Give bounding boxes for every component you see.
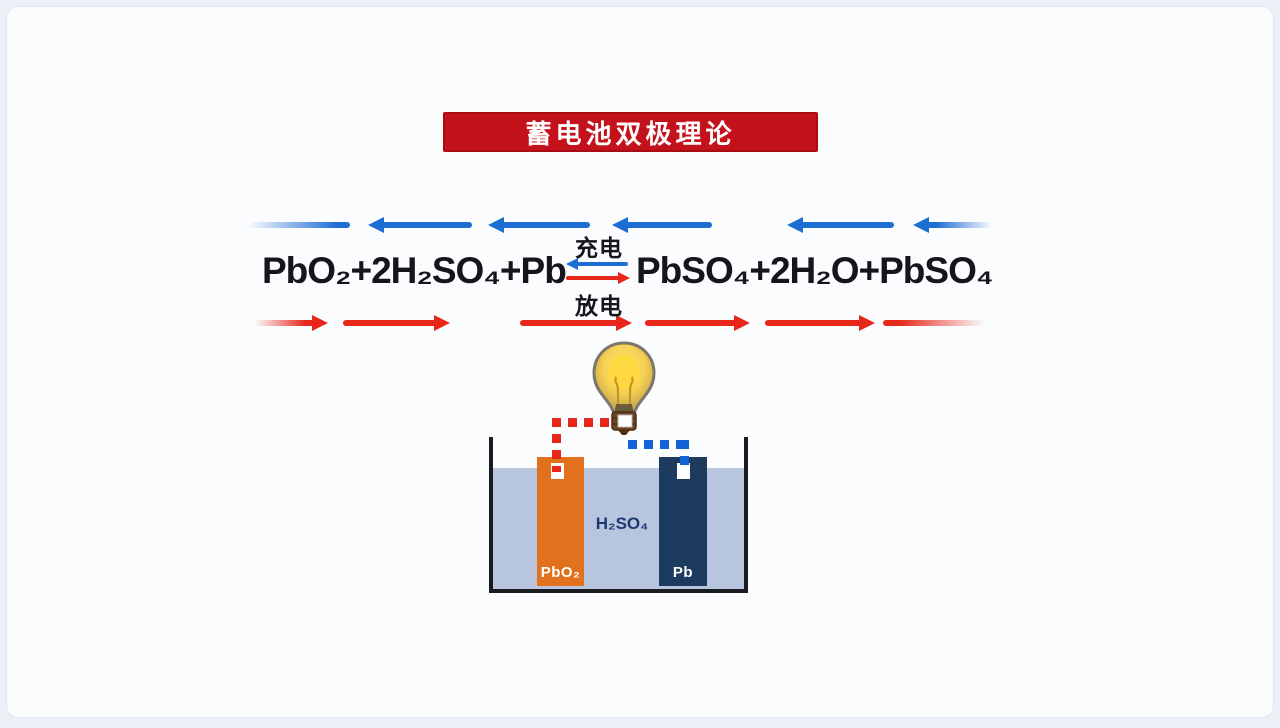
- light-bulb-icon: [592, 341, 656, 435]
- terminal-negative: [677, 463, 690, 479]
- electrolyte-label: H₂SO₄: [595, 514, 649, 533]
- discharge-arrow: [645, 315, 750, 331]
- bulb-terminal: [617, 414, 633, 428]
- charge-arrow: [488, 217, 590, 233]
- discharge-arrow: [520, 315, 632, 331]
- wire-red-horizontal: [552, 418, 614, 427]
- electrode-pbo2-label: PbO₂: [540, 564, 581, 581]
- discharge-arrow-tail: [883, 315, 985, 331]
- charge-direction-arrow: [566, 258, 628, 270]
- title-text: 蓄电池双极理论: [525, 118, 736, 149]
- equation-left-side: PbO₂+2H₂SO₄+Pb: [262, 250, 567, 291]
- charge-arrow-fading: [913, 217, 992, 233]
- charge-label: 充电: [575, 235, 623, 261]
- discharge-label: 放电: [575, 293, 623, 319]
- discharge-arrow-fading: [255, 315, 328, 331]
- wire-blue-horizontal: [628, 440, 689, 449]
- title-banner: 蓄电池双极理论: [443, 112, 818, 152]
- charge-arrow: [787, 217, 894, 233]
- electrode-pb-label: Pb: [672, 564, 694, 581]
- equation-right-side: PbSO₄+2H₂O+PbSO₄: [636, 250, 993, 291]
- charge-arrow: [612, 217, 712, 233]
- wire-blue-vertical: [680, 440, 689, 466]
- charge-arrow: [368, 217, 472, 233]
- discharge-direction-arrow: [566, 272, 630, 284]
- discharge-arrow: [343, 315, 450, 331]
- charge-arrow-tail: [248, 217, 350, 233]
- wire-red-vertical: [552, 418, 561, 472]
- discharge-arrow: [765, 315, 875, 331]
